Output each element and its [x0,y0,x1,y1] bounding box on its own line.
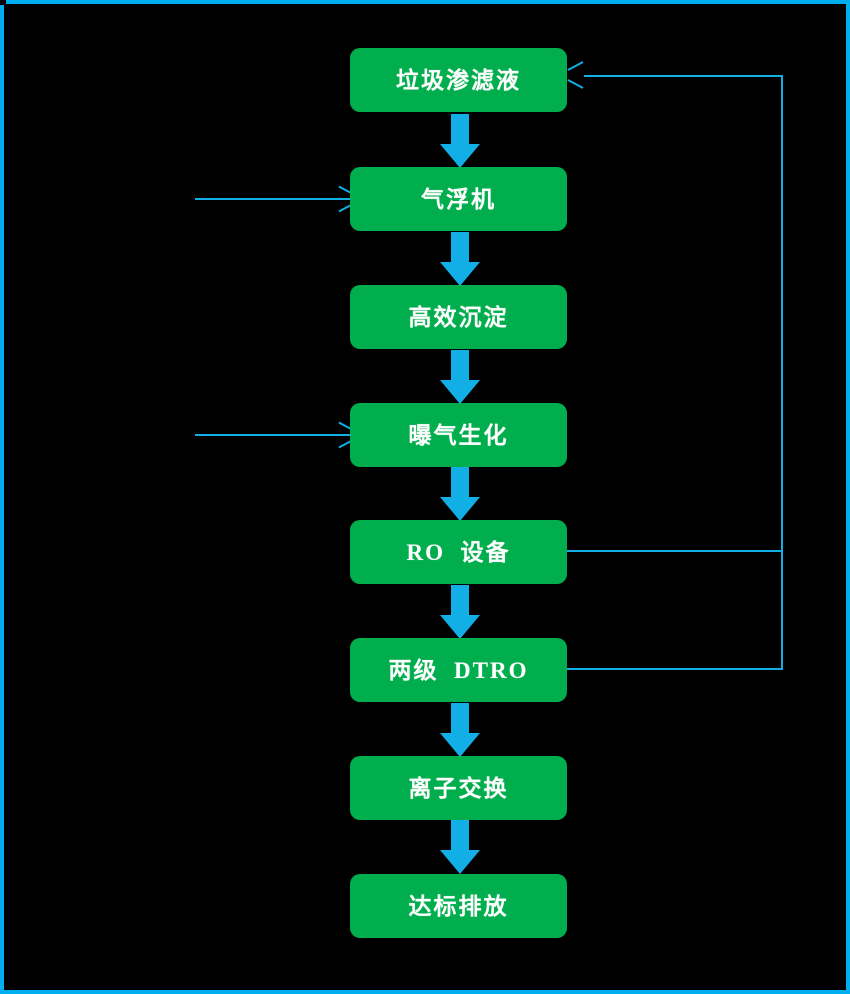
arrow-head [337,191,351,207]
arrow-shaft [451,232,469,264]
return-line-to-leachate [584,75,783,77]
arrow-head [440,850,480,874]
arrow-head [337,427,351,443]
node-flotation[interactable]: 气浮机 [350,167,567,231]
return-line-vertical [781,75,783,670]
node-label: 达标排放 [408,893,509,919]
arrow-shaft [451,350,469,382]
return-line-from-ro [567,550,783,552]
node-label: 高效沉淀 [408,304,509,330]
node-ro[interactable]: RO 设备 [350,520,567,584]
node-label: 气浮机 [421,186,496,212]
arrow-shaft [451,703,469,735]
flow-arrow-sedimentation-to-aeration [440,350,480,404]
node-dtro[interactable]: 两级 DTRO [350,638,567,702]
node-label: RO 设备 [406,539,511,565]
flow-arrow-ro-to-dtro [440,585,480,639]
arrow-head [440,380,480,404]
node-label: 垃圾渗滤液 [396,67,521,93]
node-discharge[interactable]: 达标排放 [350,874,567,938]
flow-arrow-dtro-to-ion-exchange [440,703,480,757]
flow-arrow-ion-exchange-to-discharge [440,820,480,874]
flow-arrow-aeration-to-ro [440,467,480,521]
arrow-head [440,615,480,639]
node-sedimentation[interactable]: 高效沉淀 [350,285,567,349]
arrow-line [195,434,350,436]
arrow-shaft [451,114,469,146]
arrow-line [195,198,350,200]
node-aeration[interactable]: 曝气生化 [350,403,567,467]
node-ion-exchange[interactable]: 离子交换 [350,756,567,820]
node-label: 离子交换 [408,775,509,801]
arrow-head [440,144,480,168]
flow-arrow-flotation-to-sedimentation [440,232,480,286]
input-arrow-to-flotation [195,191,350,207]
arrow-head [440,262,480,286]
arrow-head [440,497,480,521]
node-leachate[interactable]: 垃圾渗滤液 [350,48,567,112]
arrow-head [440,733,480,757]
return-line-from-dtro [567,668,783,670]
node-label: 两级 DTRO [388,657,529,683]
arrow-shaft [451,585,469,617]
border-notch [0,0,6,5]
arrow-shaft [451,467,469,499]
arrow-shaft [451,820,469,852]
input-arrow-to-aeration [195,427,350,443]
flow-arrow-leachate-to-flotation [440,114,480,168]
node-label: 曝气生化 [408,422,509,448]
return-arrow-head [568,67,584,83]
